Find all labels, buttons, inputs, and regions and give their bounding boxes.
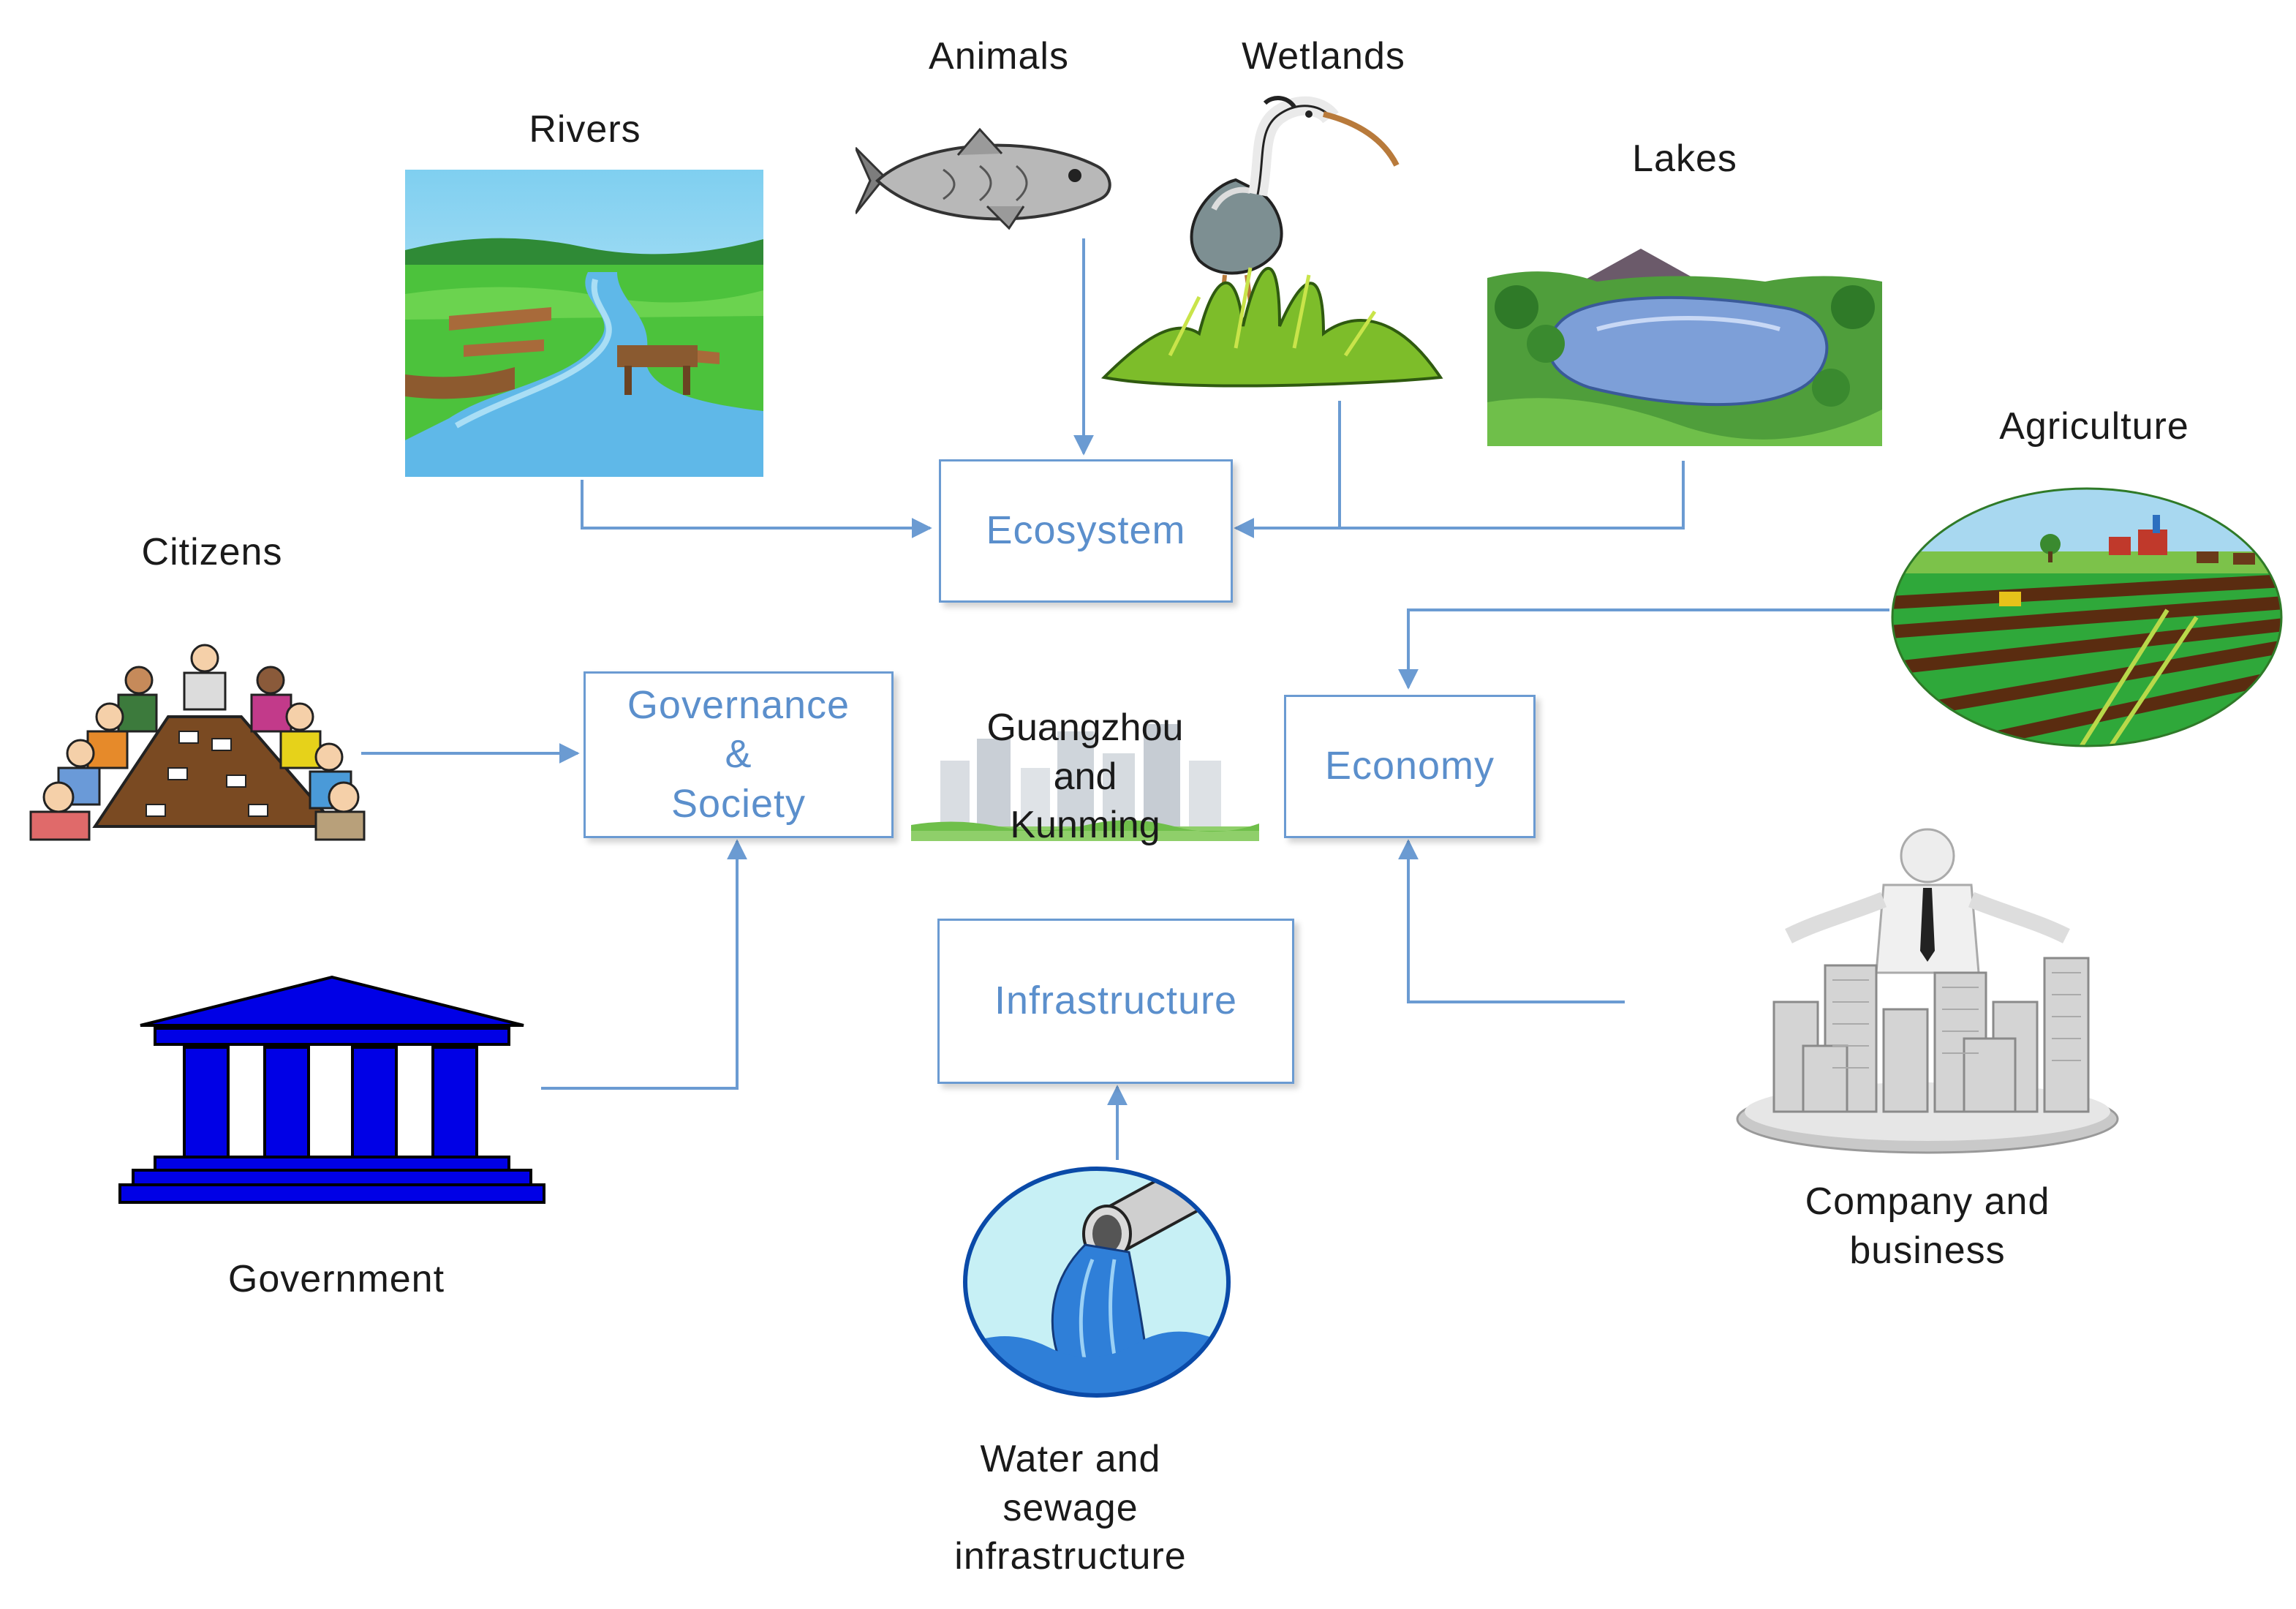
city-label-line2: and: [1053, 755, 1117, 798]
government-building-icon: [118, 975, 545, 1204]
water-label-line1: Water and: [980, 1438, 1161, 1480]
ecosystem-box: Ecosystem: [939, 459, 1233, 603]
government-label: Government: [227, 1258, 445, 1300]
wetlands-to-ecosystem-connector: [1234, 401, 1341, 538]
economy-box-label: Economy: [1324, 744, 1495, 788]
ecosystem-box-label: Ecosystem: [986, 508, 1186, 553]
company-to-economy-connector: [1398, 839, 1625, 1003]
rivers-icon: [405, 170, 763, 477]
governance-box-line1: Governance: [627, 682, 850, 727]
rivers-to-ecosystem-connector: [581, 480, 932, 538]
agriculture-to-economy-connector: [1398, 608, 1889, 690]
fish-icon: [856, 127, 1111, 230]
city-label-line1: Guangzhou: [986, 706, 1184, 749]
water-label-line2: sewage: [1002, 1486, 1138, 1529]
businessman-city-icon: [1736, 828, 2119, 1154]
citizens-label: Citizens: [141, 531, 283, 573]
animals-label: Animals: [929, 35, 1069, 78]
infrastructure-box-label: Infrastructure: [994, 979, 1238, 1023]
heron-wetland-icon: [1100, 96, 1443, 388]
citizens-meeting-icon: [29, 644, 366, 841]
infrastructure-box: Infrastructure: [937, 919, 1294, 1084]
governance-box-line3: Society: [671, 781, 807, 826]
water-label-line3: infrastructure: [954, 1535, 1187, 1578]
agriculture-field-icon: [1891, 487, 2283, 747]
government-to-governance-connector: [541, 839, 747, 1090]
water-pipe-icon: [963, 1167, 1231, 1398]
city-skyline-icon: [911, 724, 1259, 841]
city-label-line3: Kunming: [1010, 804, 1160, 847]
economy-box: Economy: [1284, 695, 1536, 838]
agriculture-label: Agriculture: [1999, 405, 2189, 448]
company-label: Company and business: [1781, 1177, 2074, 1275]
lake-icon: [1487, 249, 1882, 446]
city-label: Guangzhou and Kunming: [899, 704, 1271, 850]
company-label-line1: Company and: [1805, 1180, 2050, 1223]
lakes-label: Lakes: [1632, 137, 1737, 180]
water-label: Water and sewage infrastructure: [924, 1435, 1217, 1581]
governance-box-line2: &: [725, 732, 752, 777]
wetlands-label: Wetlands: [1242, 35, 1405, 78]
company-label-line2: business: [1849, 1229, 2006, 1272]
rivers-label: Rivers: [529, 108, 641, 151]
governance-society-box: Governance & Society: [584, 671, 894, 838]
lakes-to-ecosystem-connector: [1340, 461, 1685, 530]
